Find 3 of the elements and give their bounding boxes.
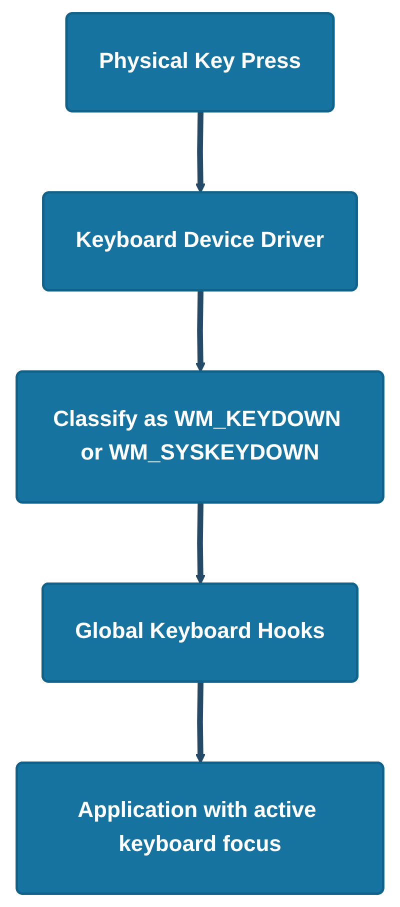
arrow [195, 682, 206, 764]
arrow [195, 503, 206, 585]
arrow [195, 112, 206, 194]
